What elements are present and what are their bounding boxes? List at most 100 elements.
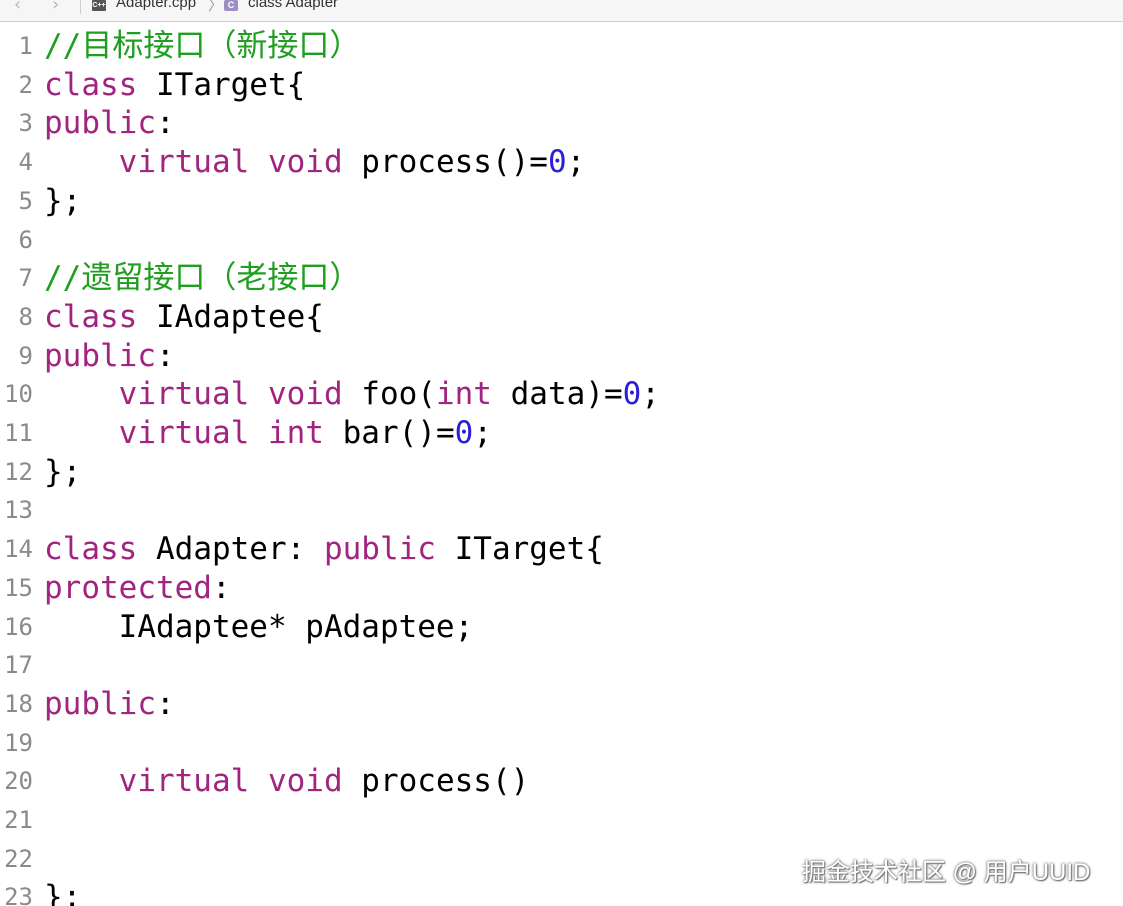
code-line[interactable]: 9 public:: [0, 337, 1123, 376]
code-text[interactable]: virtual void process()=0;: [44, 143, 586, 182]
code-text[interactable]: //遗留接口（老接口）: [44, 259, 360, 298]
back-arrow-icon[interactable]: ‹: [14, 0, 22, 15]
code-line[interactable]: 19: [0, 724, 1123, 763]
code-token-kw: public: [323, 531, 436, 568]
code-text[interactable]: virtual void process(): [44, 762, 530, 801]
code-line[interactable]: 22: [0, 840, 1123, 879]
code-token-kw: class: [44, 298, 138, 335]
code-text[interactable]: protected:: [44, 569, 231, 608]
code-line[interactable]: 17: [0, 646, 1123, 685]
code-line[interactable]: 7 //遗留接口（老接口）: [0, 259, 1123, 298]
code-token-plain: foo(: [342, 376, 436, 413]
line-number: 8: [18, 302, 33, 331]
code-line[interactable]: 11 virtual int bar()=0;: [0, 414, 1123, 453]
code-token-plain: };: [44, 182, 82, 219]
code-line[interactable]: 13: [0, 491, 1123, 530]
code-token-plain: IAdaptee{: [137, 298, 324, 335]
line-number: 11: [4, 419, 33, 447]
code-token-kw: virtual: [118, 144, 250, 181]
code-token-kw: int: [435, 376, 492, 413]
code-token-plain: :: [155, 685, 175, 722]
code-text[interactable]: };: [44, 878, 81, 906]
code-text[interactable]: class ITarget{: [44, 66, 305, 105]
code-token-num: 0: [454, 415, 474, 451]
code-token-kw: void: [267, 763, 343, 800]
code-token-plain: bar()=: [323, 415, 455, 451]
code-line[interactable]: 23};: [0, 878, 1123, 906]
code-token-kw: public: [44, 105, 156, 142]
code-line[interactable]: 2 class ITarget{: [0, 66, 1123, 105]
line-number: 12: [4, 457, 33, 486]
code-text[interactable]: public:: [44, 104, 175, 143]
breadcrumb-class[interactable]: class Adapter: [248, 0, 339, 11]
code-token-plain: [249, 415, 268, 451]
code-token-kw: int: [267, 415, 324, 451]
code-token-kw: void: [267, 144, 343, 181]
cpp-file-icon: C++: [92, 0, 106, 11]
code-text[interactable]: virtual void foo(int data)=0;: [44, 375, 660, 414]
code-token-plain: IAdaptee* pAdaptee;: [44, 608, 474, 645]
line-number: 13: [4, 496, 33, 525]
code-token-plain: ;: [473, 415, 492, 451]
code-token-plain: ITarget{: [435, 531, 604, 568]
code-line[interactable]: 20 virtual void process(): [0, 762, 1123, 801]
code-line[interactable]: 16 IAdaptee* pAdaptee;: [0, 608, 1123, 647]
line-number: 6: [18, 225, 33, 254]
code-line[interactable]: 21: [0, 801, 1123, 840]
line-number: 23: [4, 883, 33, 906]
line-number: 4: [18, 148, 33, 177]
line-number: 19: [4, 728, 33, 757]
code-token-kw: public: [44, 337, 156, 374]
breadcrumb-file[interactable]: Adapter.cpp: [116, 0, 197, 11]
class-icon: C: [224, 0, 238, 11]
code-token-plain: ITarget{: [137, 66, 306, 103]
code-token-plain: ;: [641, 376, 660, 413]
code-token-plain: [44, 144, 119, 180]
code-text[interactable]: virtual int bar()=0;: [44, 414, 492, 453]
watermark: 掘金技术社区 @ 用户UUID: [802, 859, 1091, 886]
line-number: 2: [18, 70, 33, 99]
code-token-kw: class: [44, 531, 138, 568]
code-text[interactable]: public:: [44, 337, 175, 376]
code-token-comment: //目标接口（新接口）: [44, 28, 361, 64]
code-token-num: 0: [622, 376, 642, 413]
code-line[interactable]: 12};: [0, 453, 1123, 492]
line-number: 9: [18, 341, 33, 370]
code-line[interactable]: 1 //目标接口（新接口）: [0, 27, 1123, 66]
code-token-plain: :: [211, 569, 231, 606]
code-text[interactable]: //目标接口（新接口）: [44, 27, 360, 66]
code-line[interactable]: 14 class Adapter: public ITarget{: [0, 530, 1123, 569]
code-line[interactable]: 10 virtual void foo(int data)=0;: [0, 375, 1123, 414]
line-number: 21: [4, 806, 33, 834]
code-token-plain: [44, 763, 119, 799]
code-text[interactable]: };: [44, 182, 81, 221]
code-token-plain: [44, 415, 119, 451]
code-text[interactable]: };: [44, 453, 81, 492]
code-text[interactable]: IAdaptee* pAdaptee;: [44, 608, 474, 647]
line-number: 16: [4, 612, 33, 641]
code-text[interactable]: class IAdaptee{: [44, 298, 324, 337]
code-token-num: 0: [547, 144, 567, 181]
code-token-plain: [249, 144, 268, 180]
code-token-kw: virtual: [118, 763, 250, 800]
code-line[interactable]: 4 virtual void process()=0;: [0, 143, 1123, 182]
code-token-plain: :: [155, 337, 175, 374]
code-text[interactable]: class Adapter: public ITarget{: [44, 530, 604, 569]
code-line[interactable]: 6: [0, 221, 1123, 260]
code-line[interactable]: 5};: [0, 182, 1123, 221]
forward-arrow-icon[interactable]: ›: [52, 0, 60, 15]
code-token-plain: };: [44, 879, 82, 906]
code-text[interactable]: public:: [44, 685, 175, 724]
code-token-kw: class: [44, 66, 138, 103]
line-number: 1: [18, 32, 33, 60]
code-line[interactable]: 8 class IAdaptee{: [0, 298, 1123, 337]
code-token-plain: };: [44, 453, 82, 490]
code-token-plain: process(): [342, 763, 530, 800]
code-token-plain: :: [155, 105, 175, 142]
line-number: 7: [18, 264, 33, 293]
line-number: 14: [4, 535, 33, 564]
